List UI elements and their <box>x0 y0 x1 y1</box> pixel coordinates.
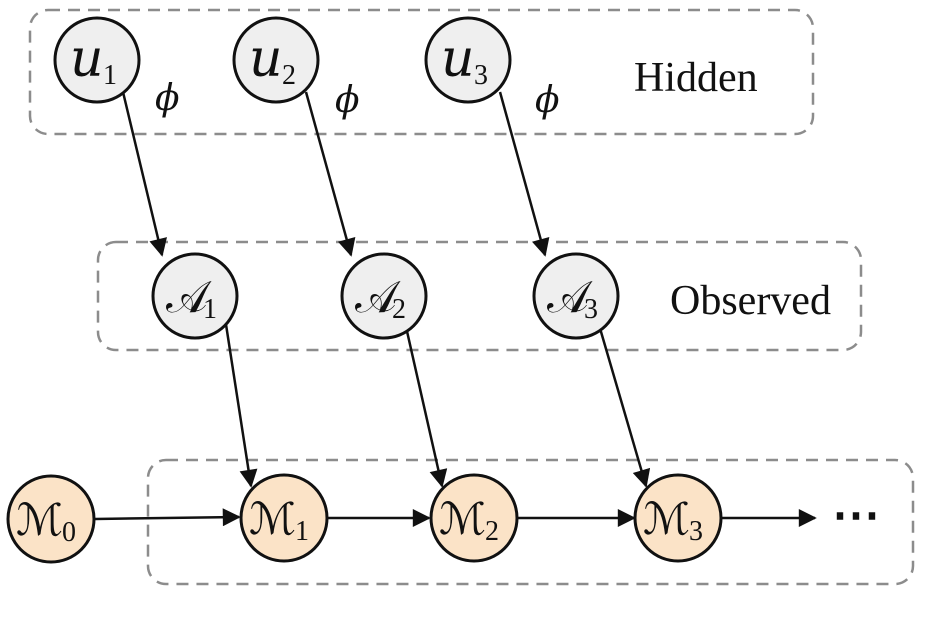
model-group-box <box>146 458 915 586</box>
model-node-m1: ℳ1 <box>239 473 329 563</box>
model-node-m2: ℳ2 <box>429 473 519 563</box>
svg-text:ℳ2: ℳ2 <box>439 494 499 547</box>
svg-text:u1: u1 <box>70 29 117 91</box>
phi-param-2: ϕ <box>335 80 360 121</box>
edge-a3-m3 <box>595 317 651 488</box>
observed-group-box <box>96 240 863 352</box>
svg-text:ℳ1: ℳ1 <box>249 494 309 547</box>
continuation-ellipsis: ⋯ <box>832 489 882 542</box>
svg-text:u3: u3 <box>441 29 488 91</box>
hidden-node-u3: u3 <box>424 16 512 104</box>
svg-text:ℳ0: ℳ0 <box>16 495 76 548</box>
svg-text:𝒜1: 𝒜1 <box>166 272 217 325</box>
edge-u2-a2 <box>304 91 356 257</box>
hidden-group-label: Hidden <box>634 55 758 101</box>
observed-node-a1: 𝒜1 <box>151 252 239 340</box>
observed-node-a2: 𝒜2 <box>340 252 428 340</box>
model-node-m3: ℳ3 <box>633 473 723 563</box>
svg-text:ℳ3: ℳ3 <box>643 494 703 547</box>
hidden-group-box <box>28 8 815 136</box>
phi-param-3: ϕ <box>535 80 560 121</box>
edge-m0-m1 <box>94 508 241 527</box>
phi-param-1: ϕ <box>155 78 180 119</box>
edge-a2-m2 <box>402 317 448 488</box>
svg-text:𝒜2: 𝒜2 <box>355 272 406 325</box>
model-node-m0: ℳ0 <box>6 474 96 564</box>
edge-a1-m1 <box>223 317 258 488</box>
observed-group-label: Observed <box>670 278 831 324</box>
edge-u3-a3 <box>498 91 550 257</box>
hidden-node-u1: u1 <box>53 16 141 104</box>
observed-node-a3: 𝒜3 <box>532 252 620 340</box>
edge-u1-a1 <box>121 91 167 257</box>
hidden-node-u2: u2 <box>232 16 320 104</box>
svg-text:𝒜3: 𝒜3 <box>547 272 598 325</box>
svg-text:u2: u2 <box>249 29 296 91</box>
